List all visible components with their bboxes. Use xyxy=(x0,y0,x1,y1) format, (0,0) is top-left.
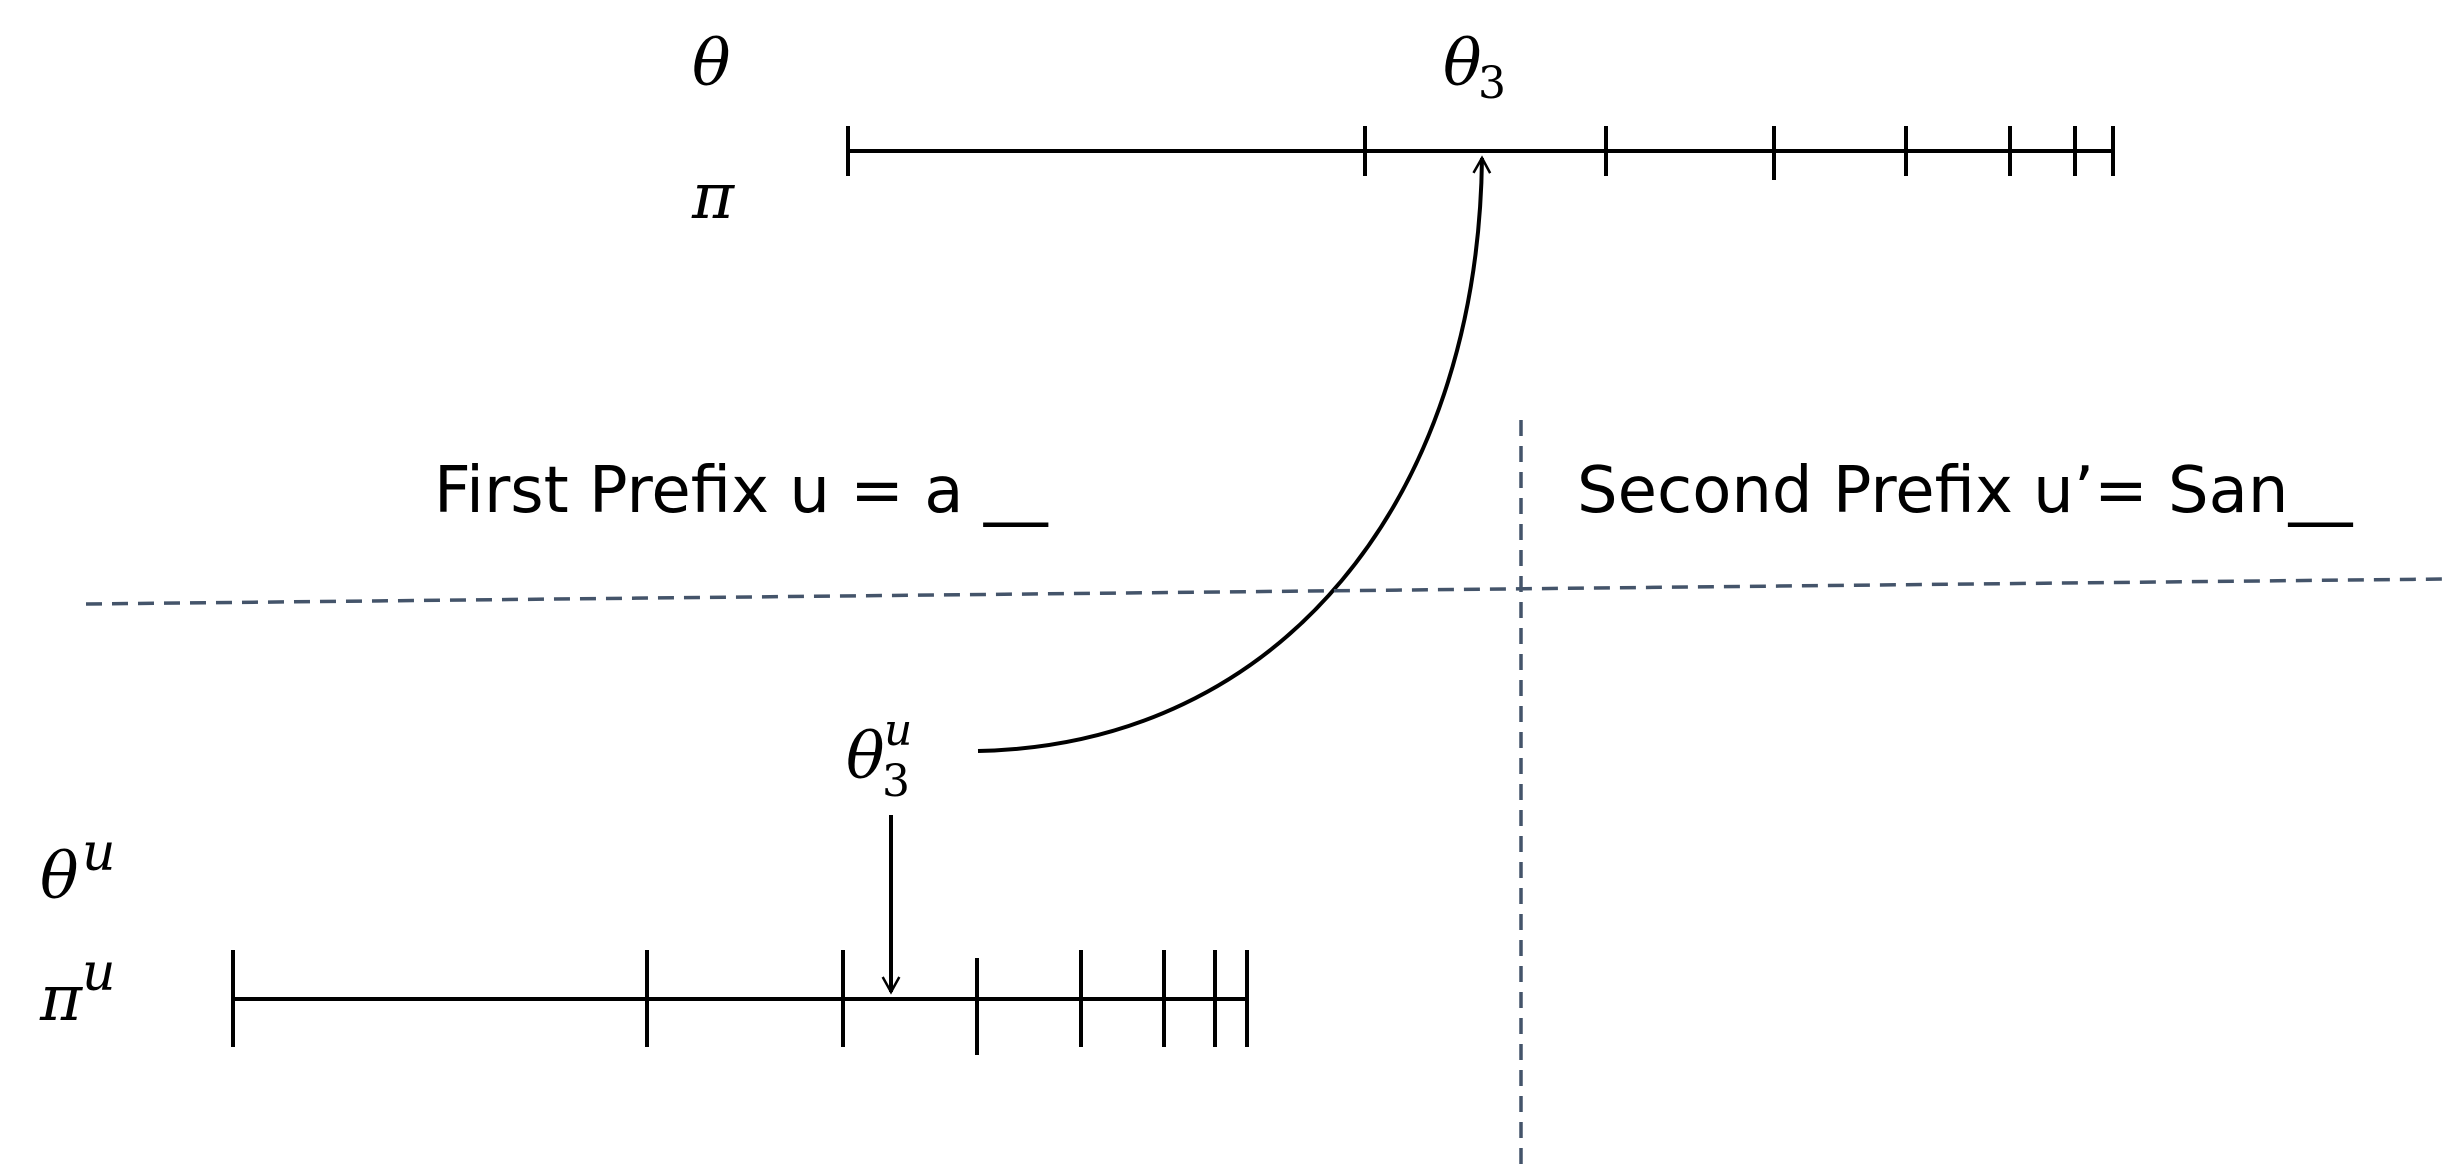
bottom-pi-label: π u xyxy=(39,943,116,1036)
bottom-theta3u-marker: θ 3 u xyxy=(846,705,912,807)
bottom-marker-subscript: 3 xyxy=(882,756,910,807)
top-theta3-marker: θ 3 xyxy=(1443,27,1506,109)
horizontal-divider xyxy=(85,577,2444,606)
mapping-arrow xyxy=(977,155,1492,753)
bottom-theta-superscript: u xyxy=(82,823,116,883)
top-marker-symbol: θ xyxy=(1443,27,1482,101)
top-pi-label: π xyxy=(691,160,735,234)
first-prefix-label: First Prefix u = a __ xyxy=(434,454,1049,528)
bottom-theta-label: θ u xyxy=(40,823,116,914)
bottom-pi-symbol: π xyxy=(39,962,83,1036)
top-theta-label: θ xyxy=(692,27,731,101)
top-marker-subscript: 3 xyxy=(1478,58,1506,109)
top-number-line xyxy=(846,126,2115,180)
second-prefix-label: Second Prefix u’= San__ xyxy=(1577,454,2353,528)
bottom-marker-superscript: u xyxy=(884,705,912,756)
bottom-marker-symbol: θ xyxy=(846,720,885,794)
bottom-pi-superscript: u xyxy=(82,943,116,1003)
bottom-number-line xyxy=(231,950,1249,1055)
bottom-theta-symbol: θ xyxy=(40,840,79,914)
